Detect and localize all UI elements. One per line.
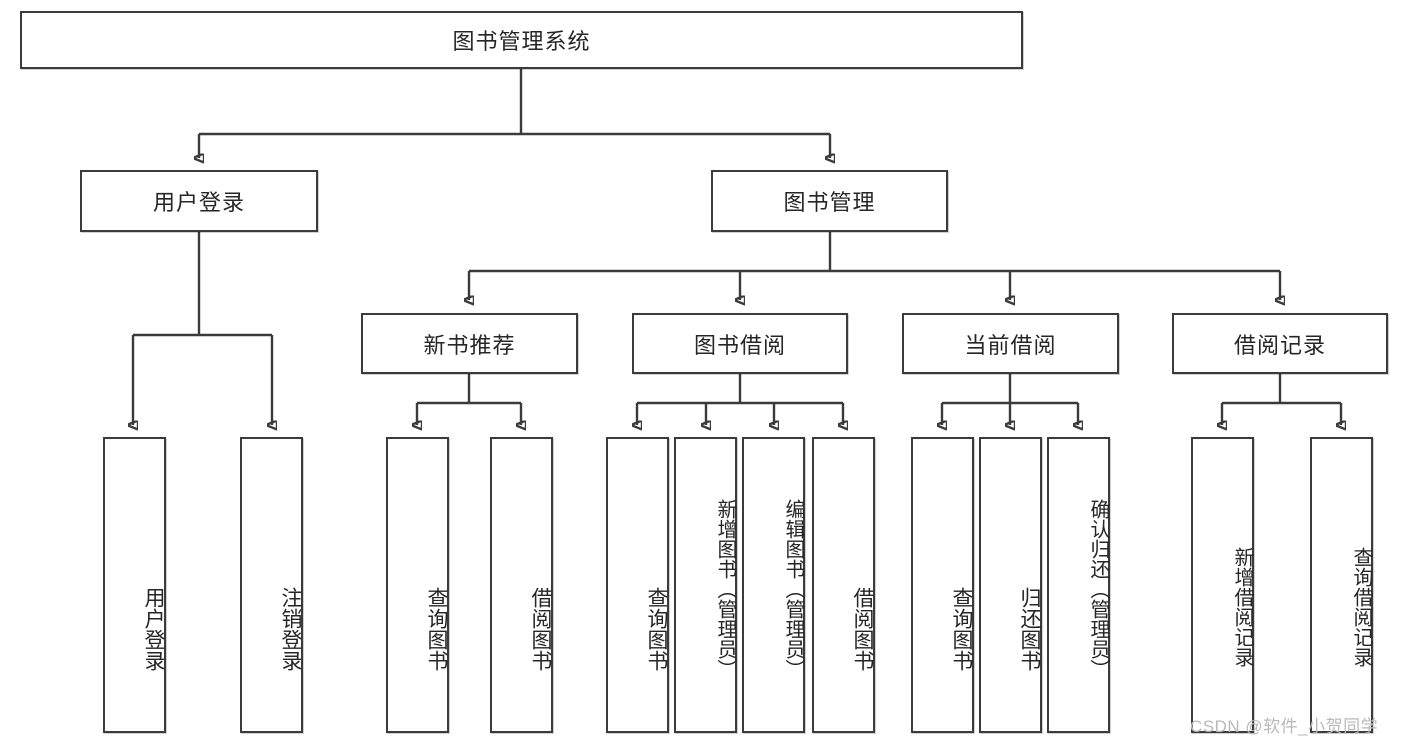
leaf-borrow-book-borrow[interactable]: 借阅图书 (812, 437, 875, 733)
leaf-add-borrow-record-label: 新增借阅记录 (1231, 547, 1253, 667)
leaf-confirm-return[interactable]: 确认归还（管理员） (1047, 437, 1110, 733)
leaf-edit-book-label: 编辑图书（管理员） (782, 499, 804, 679)
leaf-user-login[interactable]: 用户登录 (103, 437, 166, 733)
leaf-query-borrow-record[interactable]: 查询借阅记录 (1310, 437, 1373, 733)
node-current-borrow[interactable]: 当前借阅 (902, 313, 1119, 374)
leaf-query-borrow-record-label: 查询借阅记录 (1350, 547, 1372, 667)
leaf-borrow-book-rec-label: 借阅图书 (529, 587, 552, 671)
leaf-return-book-label: 归还图书 (1018, 587, 1041, 671)
leaf-add-borrow-record[interactable]: 新增借阅记录 (1191, 437, 1254, 733)
leaf-edit-book[interactable]: 编辑图书（管理员） (742, 437, 805, 733)
node-book-borrow[interactable]: 图书借阅 (632, 313, 848, 374)
leaf-query-book-borrow-label: 查询图书 (645, 587, 668, 671)
node-root-label: 图书管理系统 (452, 29, 591, 54)
leaf-query-book-current-label: 查询图书 (950, 587, 973, 671)
node-user-login-label: 用户登录 (152, 190, 245, 215)
leaf-query-book-rec-label: 查询图书 (425, 587, 448, 671)
leaf-user-login-label: 用户登录 (142, 587, 165, 671)
node-book-borrow-label: 图书借阅 (693, 332, 786, 358)
node-book-manage-label: 图书管理 (783, 190, 876, 215)
node-current-borrow-label: 当前借阅 (964, 332, 1057, 358)
leaf-logout-login-label: 注销登录 (279, 587, 302, 671)
node-borrow-record[interactable]: 借阅记录 (1172, 313, 1388, 374)
watermark: CSDN @软件_小贺同学 (1190, 717, 1379, 736)
leaf-query-book-borrow[interactable]: 查询图书 (606, 437, 669, 733)
node-book-manage[interactable]: 图书管理 (711, 170, 948, 232)
node-new-book-rec[interactable]: 新书推荐 (361, 313, 578, 374)
leaf-add-book[interactable]: 新增图书（管理员） (674, 437, 737, 733)
node-root[interactable]: 图书管理系统 (20, 11, 1023, 69)
leaf-borrow-book-borrow-label: 借阅图书 (851, 587, 874, 671)
node-new-book-rec-label: 新书推荐 (423, 332, 516, 358)
leaf-confirm-return-label: 确认归还（管理员） (1087, 499, 1109, 679)
leaf-add-book-label: 新增图书（管理员） (714, 499, 736, 679)
leaf-query-book-current[interactable]: 查询图书 (911, 437, 974, 733)
leaf-return-book[interactable]: 归还图书 (979, 437, 1042, 733)
leaf-logout-login[interactable]: 注销登录 (240, 437, 303, 733)
node-borrow-record-label: 借阅记录 (1233, 332, 1326, 358)
leaf-query-book-rec[interactable]: 查询图书 (386, 437, 449, 733)
leaf-borrow-book-rec[interactable]: 借阅图书 (490, 437, 553, 733)
node-user-login[interactable]: 用户登录 (80, 170, 318, 232)
